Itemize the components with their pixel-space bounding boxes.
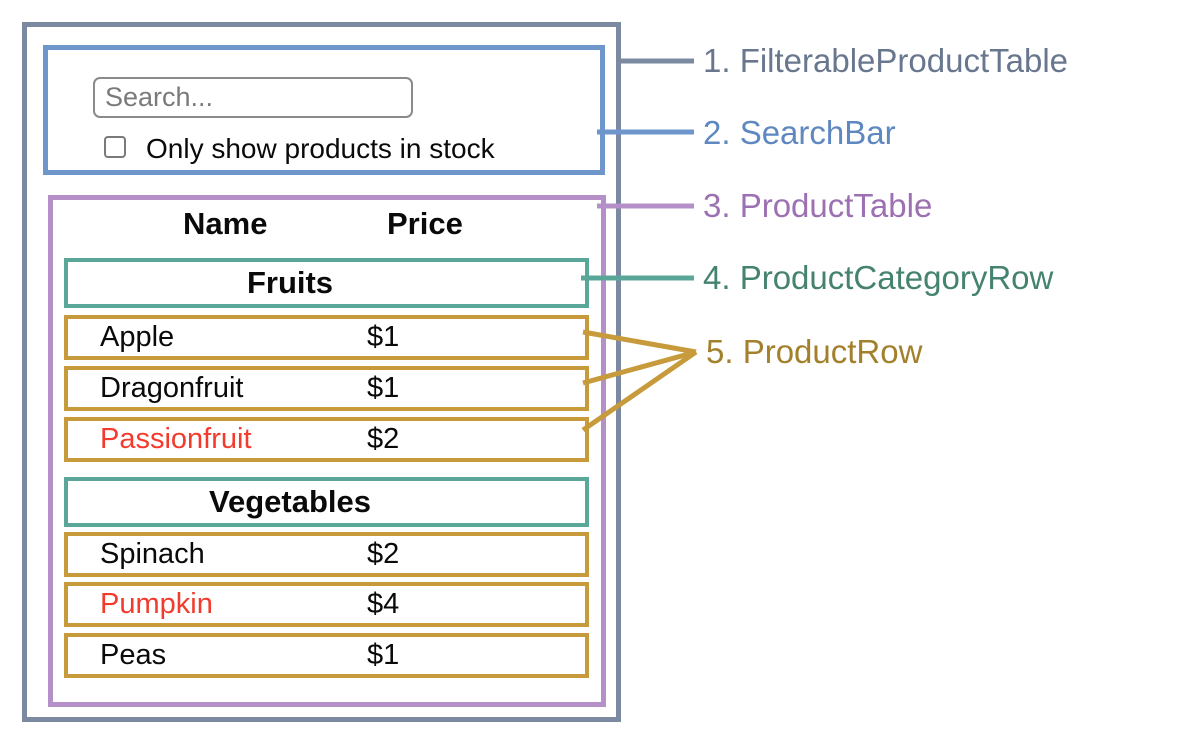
filterable-product-table-box: Only show products in stock Name Price F…	[22, 22, 621, 722]
legend-product-table: 3. ProductTable	[703, 187, 933, 224]
product-row-peas: Peas $1	[64, 633, 589, 678]
category-label: Fruits	[246, 265, 334, 300]
product-name-cell: Passionfruit	[100, 423, 252, 455]
column-header-name: Name	[183, 206, 268, 241]
legend-search-bar: 2. SearchBar	[703, 114, 896, 151]
product-row-spinach: Spinach $2	[64, 532, 589, 577]
search-input[interactable]	[93, 77, 413, 118]
product-name-cell: Apple	[100, 321, 175, 353]
legend-product-category-row: 4. ProductCategoryRow	[703, 259, 1054, 296]
legend-filterable-product-table: 1. FilterableProductTable	[703, 42, 1069, 79]
product-name-cell: Peas	[100, 639, 167, 671]
search-bar-box: Only show products in stock	[43, 45, 605, 175]
category-label: Vegetables	[209, 484, 371, 519]
product-row-passionfruit: Passionfruit $2	[64, 417, 589, 462]
product-row-apple: Apple $1	[64, 315, 589, 360]
in-stock-label: Only show products in stock	[146, 133, 495, 164]
category-row-vegetables: Vegetables	[64, 477, 589, 527]
product-price-cell: $1	[367, 321, 400, 353]
product-name-cell: Dragonfruit	[100, 372, 244, 404]
legend-product-row: 5. ProductRow	[706, 333, 923, 370]
column-header-price: Price	[387, 206, 463, 241]
product-price-cell: $2	[367, 423, 400, 455]
product-row-pumpkin: Pumpkin $4	[64, 582, 589, 627]
product-price-cell: $2	[367, 538, 400, 570]
product-table-box: Name Price Fruits Apple $1 Dragonfruit $…	[48, 195, 606, 707]
product-price-cell: $1	[367, 372, 400, 404]
product-price-cell: $1	[367, 639, 400, 671]
product-price-cell: $4	[367, 588, 400, 620]
product-row-dragonfruit: Dragonfruit $1	[64, 366, 589, 411]
product-name-cell: Spinach	[100, 538, 205, 570]
category-row-fruits: Fruits	[64, 258, 589, 308]
in-stock-checkbox[interactable]	[104, 136, 126, 158]
product-name-cell: Pumpkin	[100, 588, 213, 620]
